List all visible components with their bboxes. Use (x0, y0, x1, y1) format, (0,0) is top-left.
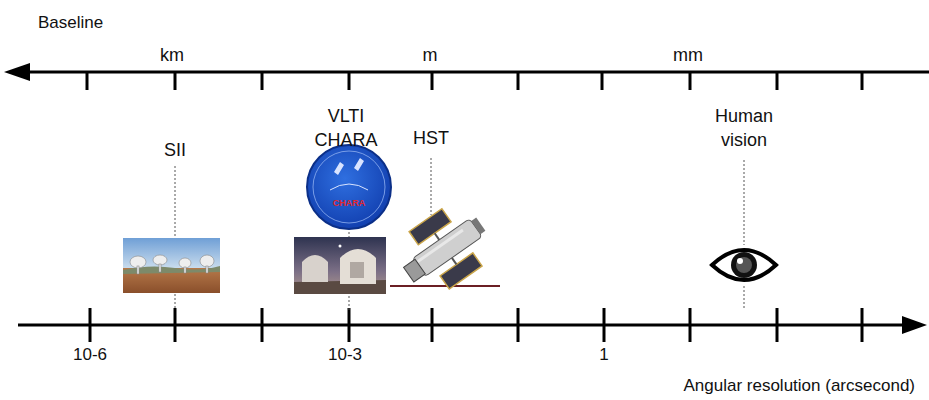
tick-value: 1 (599, 344, 608, 365)
unit-label: mm (673, 44, 703, 66)
resolution-axis (18, 308, 912, 342)
arrow-head (4, 63, 30, 81)
instrument-label: HST (413, 127, 449, 149)
baseline-axis (20, 72, 929, 90)
axis-title: Angular resolution (arcsecond) (683, 375, 915, 396)
unit-label: km (160, 44, 184, 66)
eye-icon (712, 250, 776, 280)
guide-lines (175, 158, 744, 310)
logo-text: CHARA (333, 197, 366, 210)
tick-value: 10-3 (328, 344, 362, 365)
arrow-head (902, 316, 927, 334)
chara-logo (305, 143, 393, 231)
instrument-label: Human vision (699, 104, 789, 152)
instrument-label: VLTI CHARA (301, 104, 391, 152)
instrument-label: SII (164, 139, 186, 161)
hst-satellite (389, 195, 501, 303)
unit-label: m (423, 44, 438, 66)
axis-title: Baseline (38, 12, 103, 33)
vlt-photo (294, 237, 386, 294)
sii-photo (123, 238, 220, 293)
tick-value: 10-6 (73, 344, 107, 365)
